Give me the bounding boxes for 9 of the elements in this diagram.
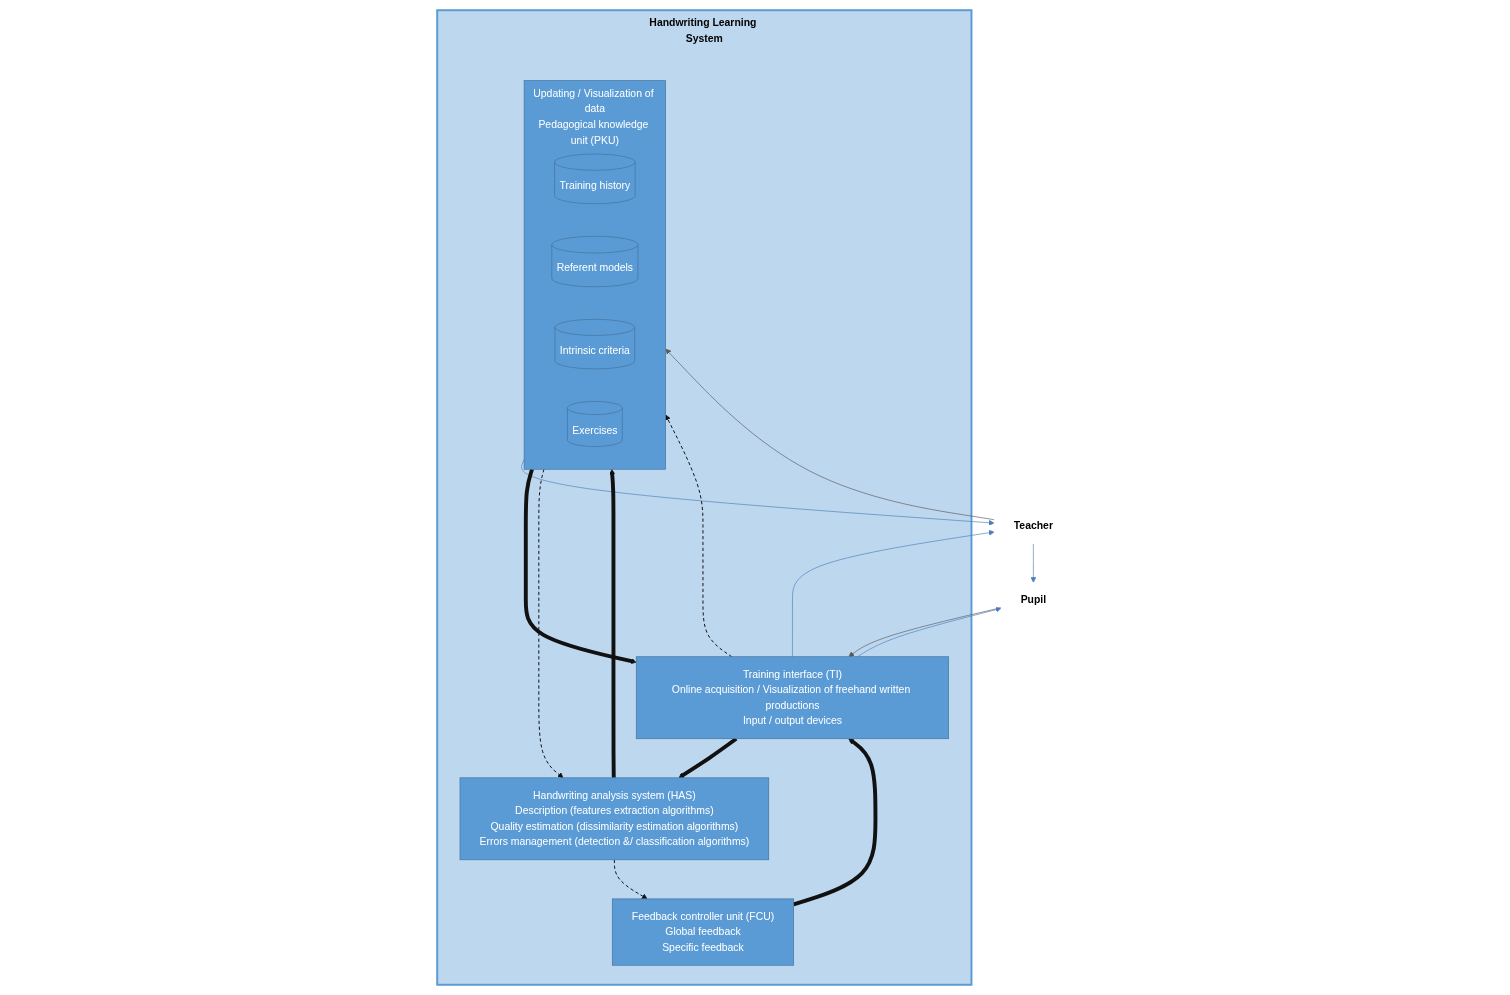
arrow xyxy=(524,468,637,664)
node-box: Training interface (TI) Online acquisition / Visualization of freehand written productions Input / output devices xyxy=(636,656,950,740)
node-box: Handwriting analysis system (HAS) Description (features extraction algorithms) Quality estimation (dissimilarity estimation algorithms) Errors management (detection &/ classification algorithms) xyxy=(459,777,770,861)
node-text: Teacher xyxy=(1013,520,1054,532)
arrow xyxy=(609,469,616,778)
node-text: Pupil xyxy=(1020,594,1047,606)
arrow xyxy=(793,738,878,907)
node-box: Feedback controller unit (FCU) Global feedback Specific feedback xyxy=(612,898,795,966)
arrow xyxy=(678,737,738,779)
